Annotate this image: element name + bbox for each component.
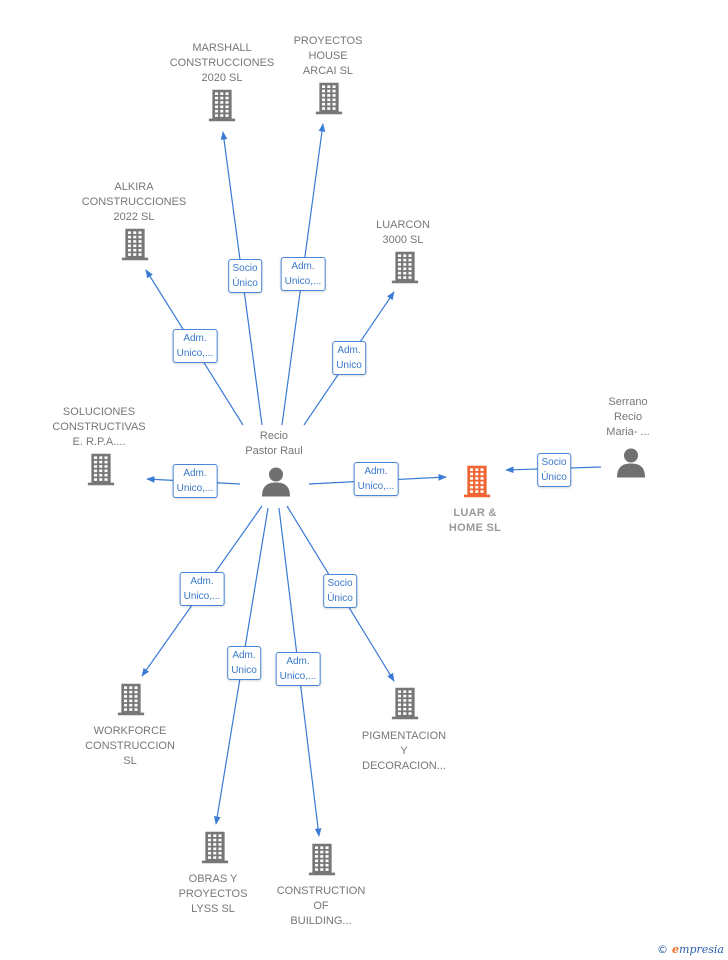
relation-label-serrano-to-luar[interactable]: Socio Único xyxy=(537,453,571,487)
building-icon-obras[interactable] xyxy=(201,831,229,870)
relation-label-recio-to-pigmentacion[interactable]: Socio Único xyxy=(323,574,357,608)
relation-label-recio-to-proyectos[interactable]: Adm. Unico,... xyxy=(280,257,326,291)
node-label-recio[interactable]: Recio Pastor Raul xyxy=(245,430,303,457)
node-label-obras[interactable]: OBRAS Y PROYECTOS LYSS SL xyxy=(178,873,248,915)
building-icon-proyectos[interactable] xyxy=(315,82,343,121)
relation-label-recio-to-obras[interactable]: Adm. Unico xyxy=(227,646,261,680)
node-label-workforce[interactable]: WORKFORCE CONSTRUCCION SL xyxy=(85,725,175,767)
node-label-marshall[interactable]: MARSHALL CONSTRUCCIONES 2020 SL xyxy=(169,42,275,84)
relation-label-recio-to-marshall[interactable]: Socio Único xyxy=(228,259,262,293)
node-label-pigmentacion[interactable]: PIGMENTACION Y DECORACION... xyxy=(361,730,447,772)
building-icon-marshall[interactable] xyxy=(208,89,236,128)
building-icon-pigmentacion[interactable] xyxy=(391,687,419,726)
relation-label-recio-to-luarcon[interactable]: Adm. Unico xyxy=(332,341,366,375)
copyright-icon: © xyxy=(657,943,669,956)
node-label-luar[interactable]: LUAR & HOME SL xyxy=(448,507,502,534)
relation-label-recio-to-workforce[interactable]: Adm. Unico,... xyxy=(179,572,225,606)
relation-label-recio-to-alkira[interactable]: Adm. Unico,... xyxy=(172,329,218,363)
node-label-serrano[interactable]: Serrano Recio Maria- ... xyxy=(606,396,650,438)
node-label-construction[interactable]: CONSTRUCTION OF BUILDING... xyxy=(276,885,366,927)
building-icon-luar[interactable] xyxy=(463,465,491,504)
building-icon-construction[interactable] xyxy=(308,843,336,882)
node-label-soluciones[interactable]: SOLUCIONES CONSTRUCTIVAS E. R.P.A.... xyxy=(52,406,146,448)
relation-label-recio-to-luar[interactable]: Adm. Unico,... xyxy=(353,462,399,496)
node-label-proyectos[interactable]: PROYECTOS HOUSE ARCAI SL xyxy=(293,35,363,77)
relation-label-recio-to-construction[interactable]: Adm. Unico,... xyxy=(275,652,321,686)
building-icon-workforce[interactable] xyxy=(117,683,145,722)
relation-label-recio-to-soluciones[interactable]: Adm. Unico,... xyxy=(172,464,218,498)
building-icon-soluciones[interactable] xyxy=(87,453,115,492)
person-icon-recio[interactable] xyxy=(261,467,291,502)
node-label-alkira[interactable]: ALKIRA CONSTRUCCIONES 2022 SL xyxy=(81,181,187,223)
person-icon-serrano[interactable] xyxy=(616,448,646,483)
building-icon-alkira[interactable] xyxy=(121,228,149,267)
node-label-luarcon[interactable]: LUARCON 3000 SL xyxy=(376,219,430,246)
building-icon-luarcon[interactable] xyxy=(391,251,419,290)
empresia-logo[interactable]: ©empresia xyxy=(657,943,724,956)
